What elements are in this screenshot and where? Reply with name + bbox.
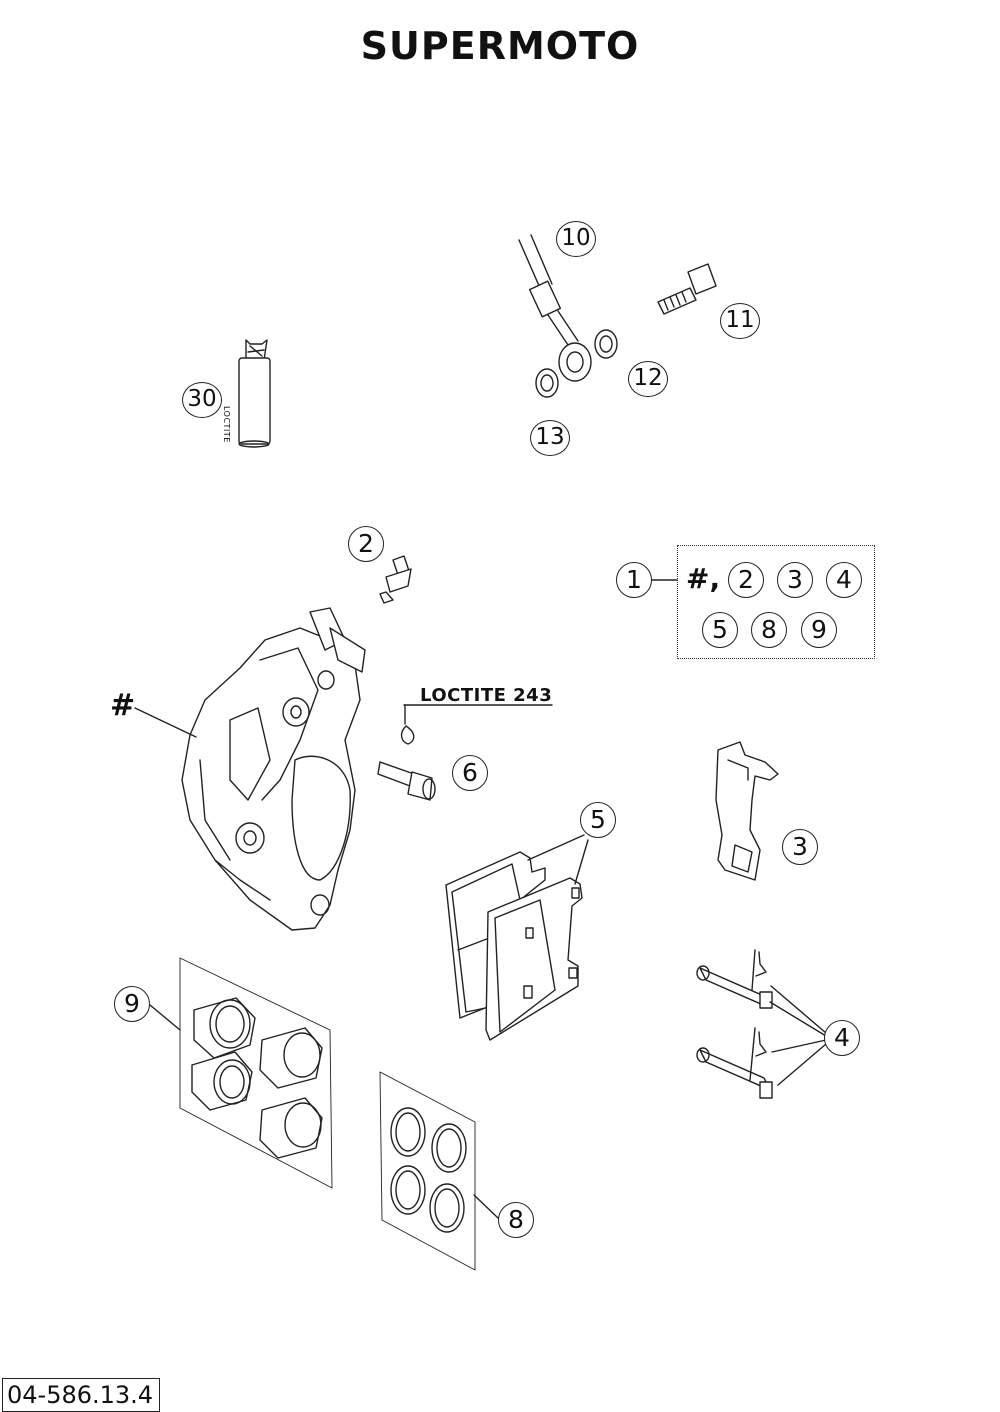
caliper-marker: # (110, 688, 136, 723)
loctite-label: LOCTITE 243 (420, 685, 553, 706)
callout-8: 8 (498, 1202, 534, 1238)
kit-item-3: 3 (777, 562, 813, 598)
pad-spring-drawing (715, 741, 779, 881)
callout-12: 12 (628, 361, 668, 397)
callout-2: 2 (348, 526, 384, 562)
loctite-tube-drawing (238, 339, 271, 448)
washer-drawings (535, 329, 618, 398)
page-title: SUPERMOTO (360, 24, 640, 68)
callout-30: 30 (182, 382, 222, 418)
seal-kit-drawing (379, 1071, 499, 1271)
callout-6: 6 (452, 755, 488, 791)
piston-kit-drawing (149, 957, 333, 1189)
brake-caliper-drawing (134, 607, 366, 931)
kit-item-9: 9 (801, 612, 837, 648)
kit-item-5: 5 (702, 612, 738, 648)
caliper-bolt-drawing (377, 704, 436, 801)
callout-3: 3 (782, 829, 818, 865)
callout-5: 5 (580, 802, 616, 838)
kit-item-2: 2 (728, 562, 764, 598)
callout-4: 4 (824, 1020, 860, 1056)
callout-10: 10 (556, 221, 596, 257)
reference-code: 04-586.13.4 (2, 1378, 161, 1412)
pad-pins-drawing (696, 949, 827, 1099)
callout-1: 1 (616, 562, 652, 598)
callout-13: 13 (530, 420, 570, 456)
kit-prefix: #, (686, 562, 721, 595)
callout-9: 9 (114, 986, 150, 1022)
callout-11: 11 (720, 303, 760, 339)
kit-item-4: 4 (826, 562, 862, 598)
kit-item-8: 8 (751, 612, 787, 648)
banjo-bolt-drawing (657, 263, 717, 315)
brake-line-drawing (518, 234, 592, 382)
bleeder-screw-drawing (379, 555, 412, 604)
brake-pads-drawing (445, 834, 589, 1041)
tube-label: LOCTITE (222, 406, 231, 443)
kit-contents-box (677, 545, 875, 659)
